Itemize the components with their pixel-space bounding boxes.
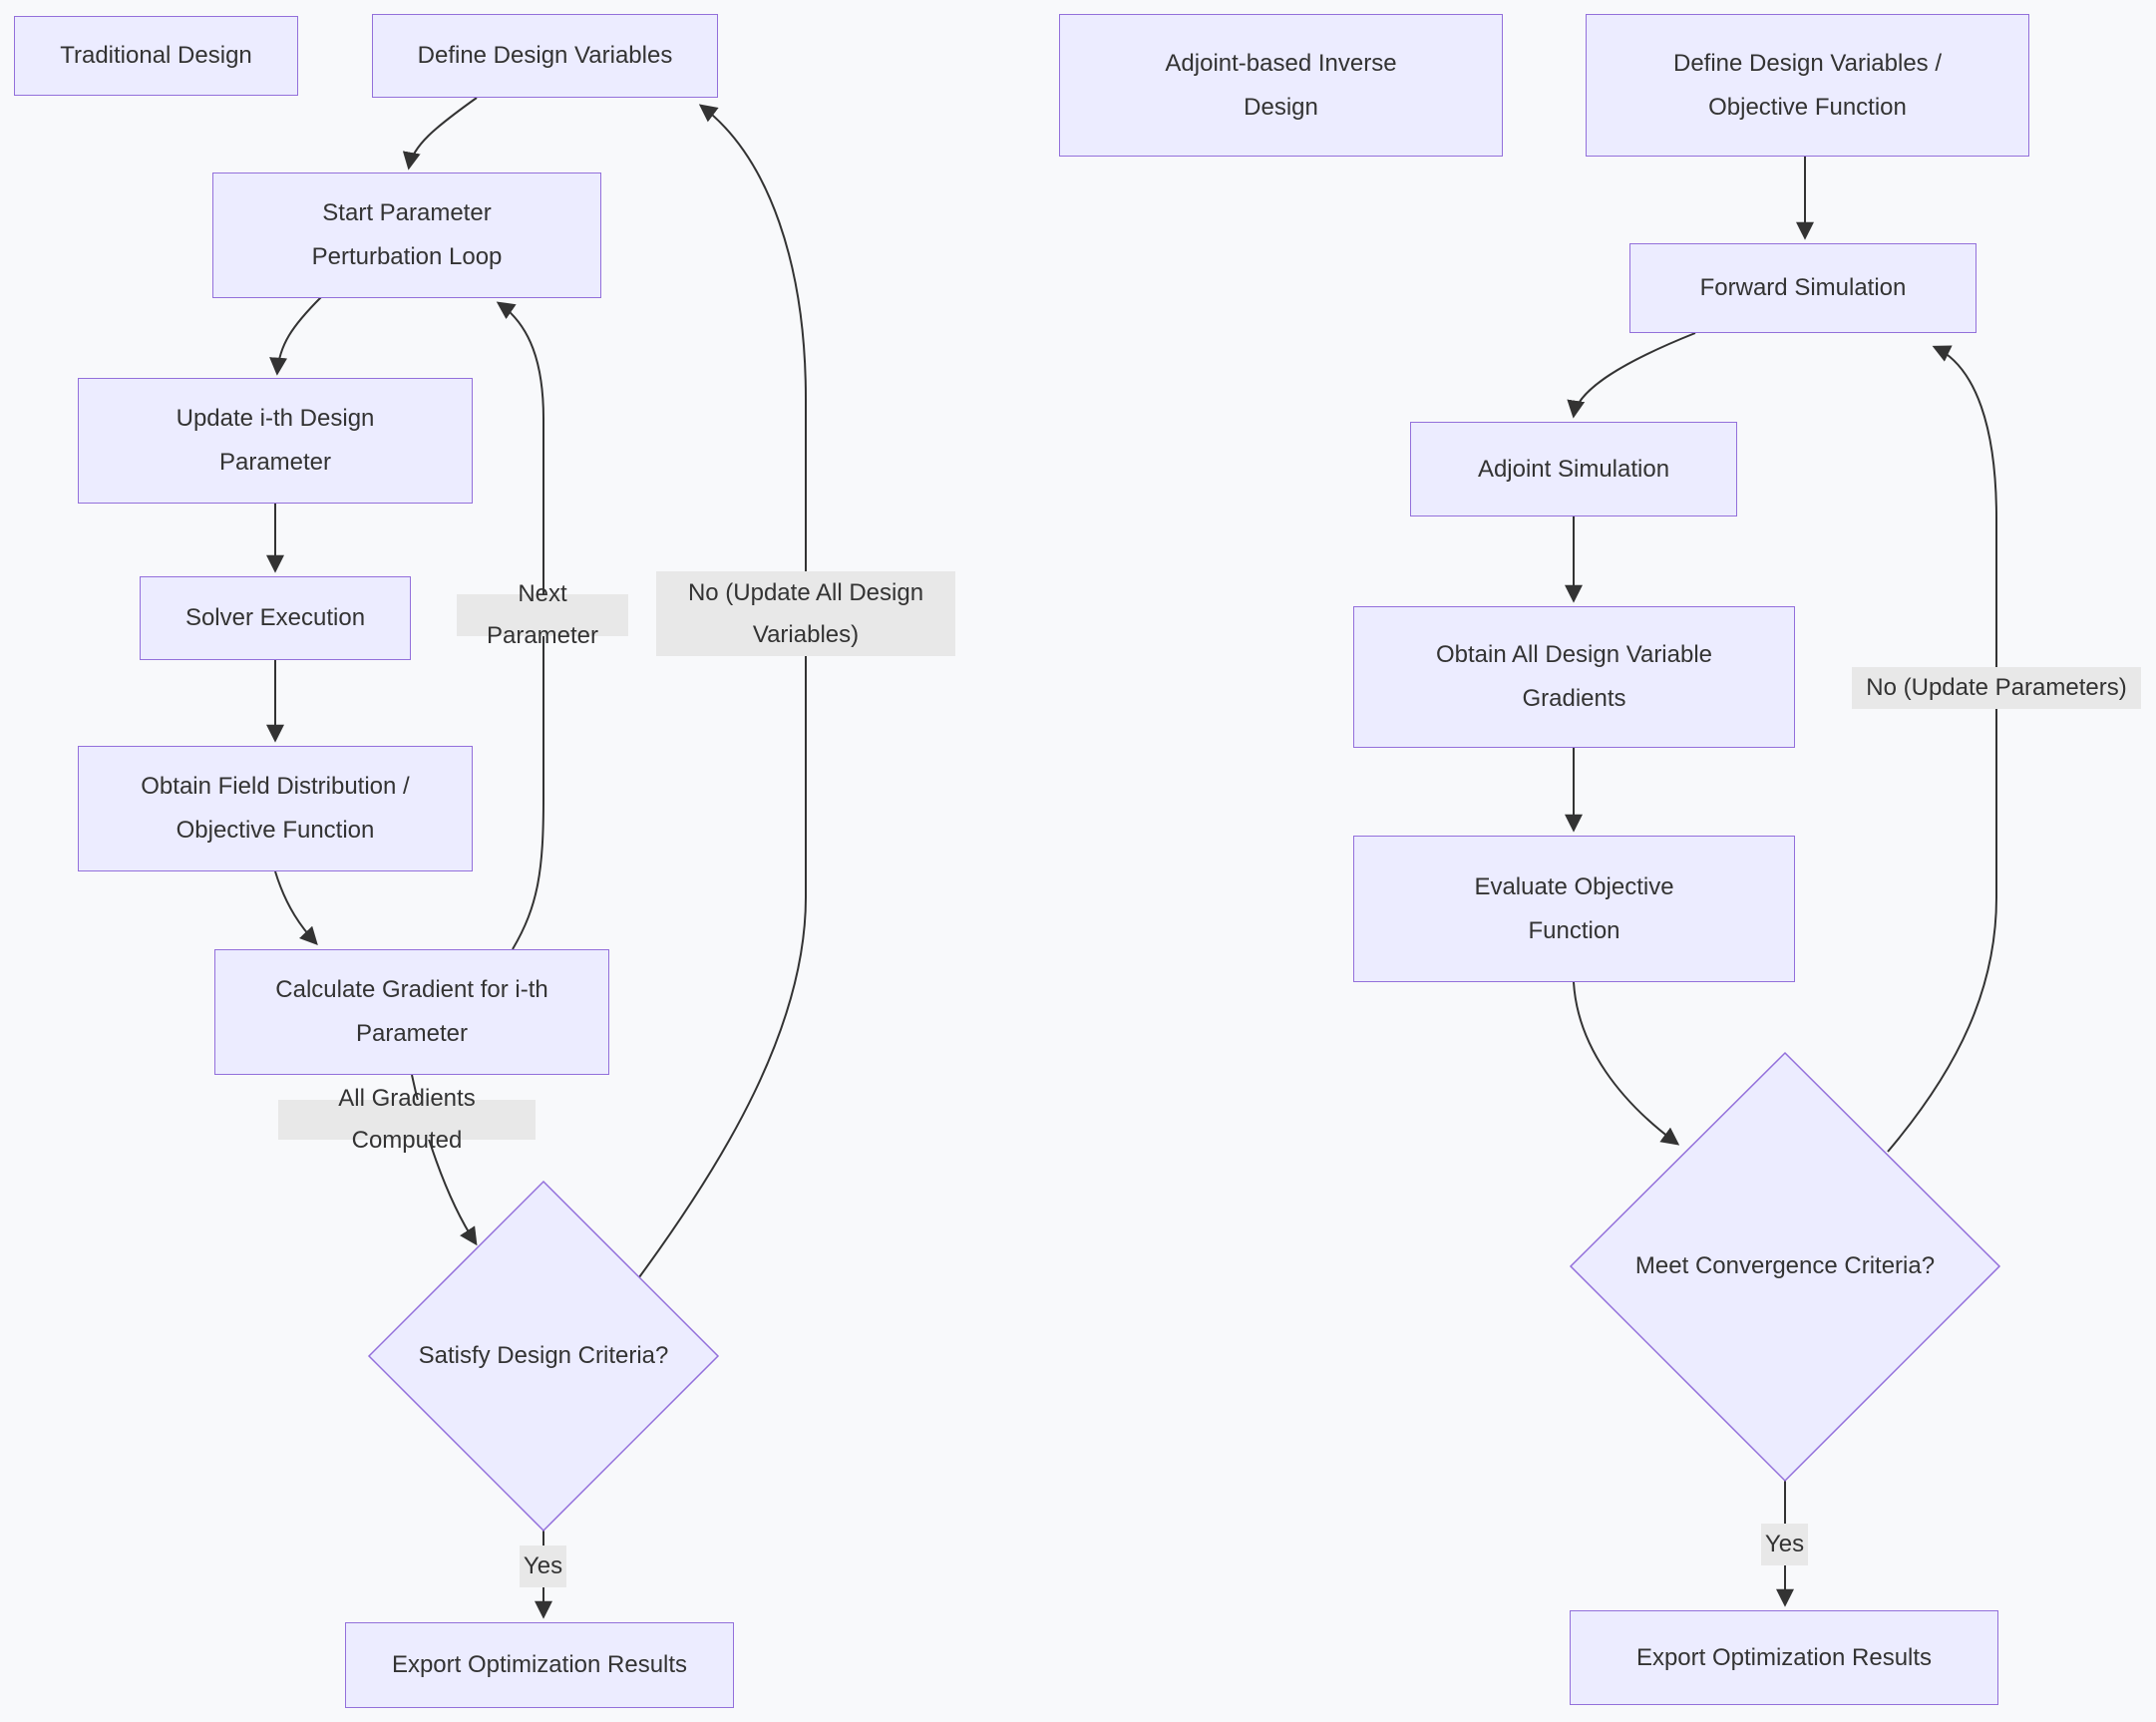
node-label-line1: Start Parameter [322,199,492,226]
node-export-optimization-results-left: Export Optimization Results [345,1622,734,1708]
node-forward-simulation: Forward Simulation [1629,243,1976,333]
edge-label-no-update-all-design-variables: No (Update All Design Variables) [656,571,955,656]
node-label: Solver Execution [184,604,366,631]
node-label: Adjoint Simulation [1477,455,1670,483]
node-obtain-all-design-variable-gradients: Obtain All Design Variable Gradients [1353,606,1795,748]
node-label-line2: Objective Function [1708,93,1907,121]
edge-label-next-parameter: Next Parameter [457,580,628,649]
decision-diamond-satisfy-criteria [367,1180,720,1533]
node-obtain-field-distribution: Obtain Field Distribution / Objective Fu… [78,746,473,871]
edge-label-all-gradients-computed: All Gradients Computed [278,1085,536,1154]
edge-define-to-loop [402,97,478,171]
node-define-design-variables: Define Design Variables [372,14,718,98]
node-label-line1: Calculate Gradient for i-th [275,976,548,1003]
node-label: Traditional Design [60,42,252,69]
node-adjoint-based-inverse-design-title: Adjoint-based Inverse Design [1059,14,1503,157]
node-label: Forward Simulation [1699,274,1907,301]
edge-loop-to-update [269,296,322,376]
node-label: Export Optimization Results [1635,1643,1933,1671]
node-label-line2: Parameter [355,1020,469,1047]
edge-gradient-to-decision [411,1074,478,1246]
node-label: Export Optimization Results [391,1651,688,1678]
edge-field-to-gradient [274,870,318,945]
node-solver-execution: Solver Execution [140,576,411,660]
edge-label-yes-left: Yes [520,1546,566,1587]
node-label-line1: Evaluate Objective [1474,872,1674,900]
edge-evaluate-to-decision [1573,981,1680,1146]
node-traditional-design-title: Traditional Design [14,16,298,96]
node-define-design-variables-objective-function: Define Design Variables / Objective Func… [1586,14,2029,157]
node-label-line2: Design [1244,93,1318,121]
node-label-line1: Obtain Field Distribution / [141,773,410,800]
node-label-line2: Parameter [218,449,332,476]
node-label-line1: Obtain All Design Variable [1435,641,1713,668]
node-label-line2: Objective Function [176,817,375,844]
node-calculate-gradient-ith-parameter: Calculate Gradient for i-th Parameter [214,949,609,1075]
node-label-line2: Function [1528,916,1620,944]
edge-label-yes-right: Yes [1761,1524,1808,1565]
decision-diamond-convergence-criteria [1569,1051,2001,1483]
edge-label-no-update-parameters: No (Update Parameters) [1852,667,2141,709]
node-label-line1: Update i-th Design [176,405,375,432]
node-label: Define Design Variables [417,42,673,69]
edge-no-update-all-loopback [638,104,807,1278]
node-export-optimization-results-right: Export Optimization Results [1570,1610,1998,1705]
edge-no-update-params-loopback [1887,345,1997,1153]
edge-next-parameter-loopback [496,301,544,950]
node-label-line2: Perturbation Loop [311,243,503,270]
node-label-line2: Gradients [1522,685,1626,712]
node-adjoint-simulation: Adjoint Simulation [1410,422,1737,517]
decision-text-satisfy-design-criteria: Satisfy Design Criteria? [418,1342,669,1369]
node-evaluate-objective-function: Evaluate Objective Function [1353,836,1795,982]
node-start-parameter-perturbation-loop: Start Parameter Perturbation Loop [212,172,601,298]
node-label-line1: Define Design Variables / [1672,49,1943,77]
decision-text-meet-convergence-criteria: Meet Convergence Criteria? [1634,1252,1936,1279]
node-label-line1: Adjoint-based Inverse [1165,49,1397,77]
node-update-ith-design-parameter: Update i-th Design Parameter [78,378,473,504]
edge-forward-to-adjoint [1567,332,1696,419]
